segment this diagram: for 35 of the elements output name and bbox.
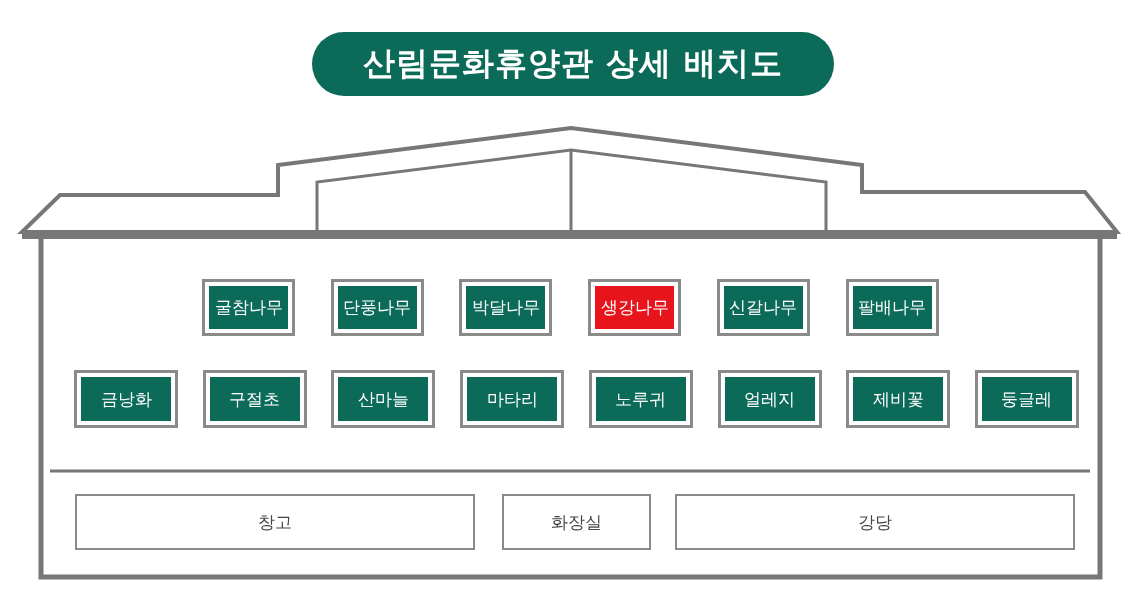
- facility-room: [502, 494, 651, 550]
- room-box: [845, 279, 939, 336]
- room-name: 화장실: [551, 510, 602, 534]
- room-name: 노루귀: [615, 387, 667, 411]
- room-box: [846, 370, 951, 428]
- room-name: 제비꽃: [872, 387, 924, 411]
- room-name: 단풍나무: [343, 296, 412, 319]
- room-box: [330, 279, 424, 336]
- room-name: 생강나무: [600, 296, 669, 319]
- room-box: [202, 279, 295, 336]
- room-name: 굴참나무: [214, 296, 283, 319]
- room-name: 신갈나무: [729, 296, 798, 319]
- room-name: 팔배나무: [858, 296, 926, 319]
- room-box: [331, 370, 436, 428]
- room-name: 얼레지: [744, 387, 795, 411]
- room-name: 창고: [258, 510, 292, 534]
- room-name: 둥글레: [1001, 387, 1053, 411]
- room-name: 강당: [858, 510, 892, 534]
- room-name: 구절초: [229, 387, 281, 411]
- room-box: [717, 370, 822, 428]
- room-box: [74, 370, 178, 428]
- room-box: [974, 370, 1079, 428]
- room-name: 박달나무: [471, 296, 540, 319]
- facility-room: [75, 494, 475, 550]
- room-name: 산마늘: [357, 387, 409, 411]
- room-box: [588, 370, 693, 428]
- room-box: [716, 279, 810, 336]
- room-box: [459, 279, 553, 336]
- room-name: 마타리: [486, 387, 538, 411]
- room-box: [588, 279, 682, 336]
- title-banner: 산림문화휴양관 상세 배치도: [312, 32, 834, 96]
- room-name: 금낭화: [100, 387, 152, 411]
- room-box: [202, 370, 307, 428]
- room-box: [460, 370, 565, 428]
- facility-room: [675, 494, 1075, 550]
